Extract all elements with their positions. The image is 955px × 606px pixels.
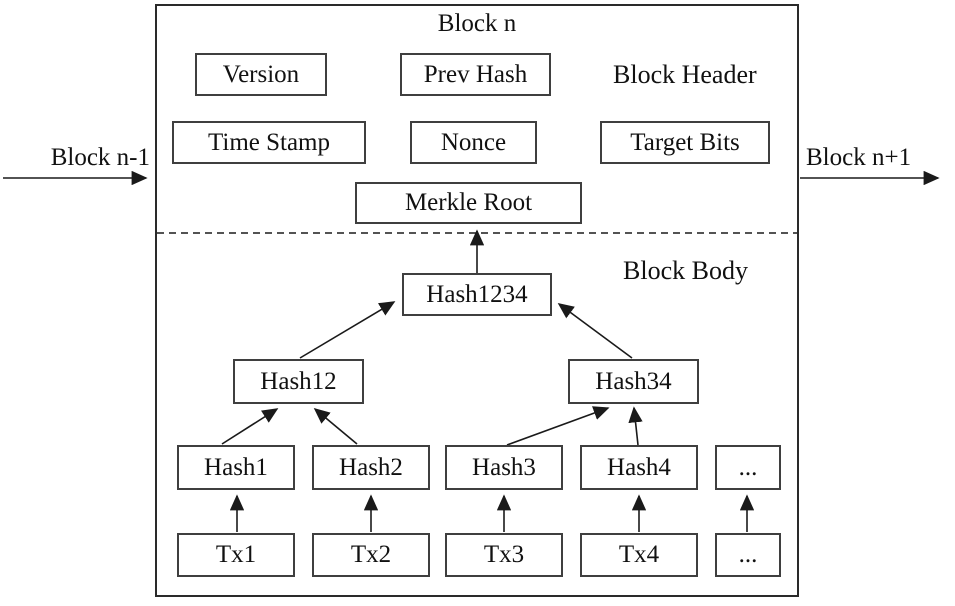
target-bits-box: Target Bits: [600, 121, 770, 164]
hash4-box: Hash4: [580, 445, 698, 490]
hash3-box: Hash3: [445, 445, 563, 490]
version-box: Version: [195, 53, 327, 96]
hash1-box: Hash1: [177, 445, 295, 490]
nonce-box: Nonce: [410, 121, 537, 164]
block-body-label: Block Body: [623, 256, 748, 285]
tx2-box: Tx2: [312, 533, 430, 577]
tx-ellipsis-box: ...: [715, 533, 781, 577]
merkle-root-box: Merkle Root: [355, 182, 582, 224]
tx3-box: Tx3: [445, 533, 563, 577]
block-header-label: Block Header: [613, 60, 757, 89]
tx4-box: Tx4: [580, 533, 698, 577]
hash-ellipsis-box: ...: [715, 445, 781, 490]
next-block-label: Block n+1: [806, 144, 912, 171]
prev-block-label: Block n-1: [50, 144, 150, 171]
hash1234-box: Hash1234: [402, 273, 552, 316]
hash34-box: Hash34: [568, 359, 699, 404]
hash12-box: Hash12: [233, 359, 364, 404]
time-stamp-box: Time Stamp: [172, 121, 366, 164]
prev-hash-box: Prev Hash: [400, 53, 551, 96]
hash2-box: Hash2: [312, 445, 430, 490]
block-title: Block n: [437, 10, 517, 37]
block-n-boundary: [155, 4, 799, 597]
tx1-box: Tx1: [177, 533, 295, 577]
